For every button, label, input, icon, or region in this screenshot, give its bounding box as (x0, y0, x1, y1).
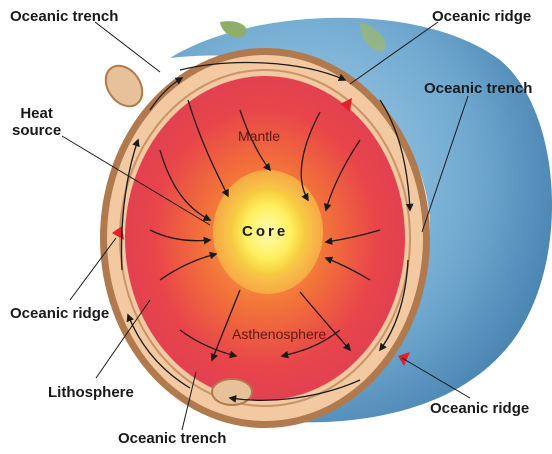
trench-notch (98, 59, 149, 113)
heat-source-label: Heat source (12, 105, 61, 139)
oceanic-ridge-top-label: Oceanic ridge (432, 8, 531, 25)
trench-notch (212, 379, 252, 405)
mantle-label: Mantle (238, 128, 280, 144)
oceanic-trench-bottom-label: Oceanic trench (118, 430, 226, 447)
lithosphere-label: Lithosphere (48, 384, 134, 401)
core-label: Core (242, 223, 288, 240)
oceanic-trench-top-label: Oceanic trench (10, 8, 118, 25)
asthenosphere-label: Asthenosphere (232, 326, 326, 342)
oceanic-ridge-left-label: Oceanic ridge (10, 305, 109, 322)
oceanic-trench-right-label: Oceanic trench (424, 80, 532, 97)
oceanic-ridge-bottom-label: Oceanic ridge (430, 400, 529, 417)
